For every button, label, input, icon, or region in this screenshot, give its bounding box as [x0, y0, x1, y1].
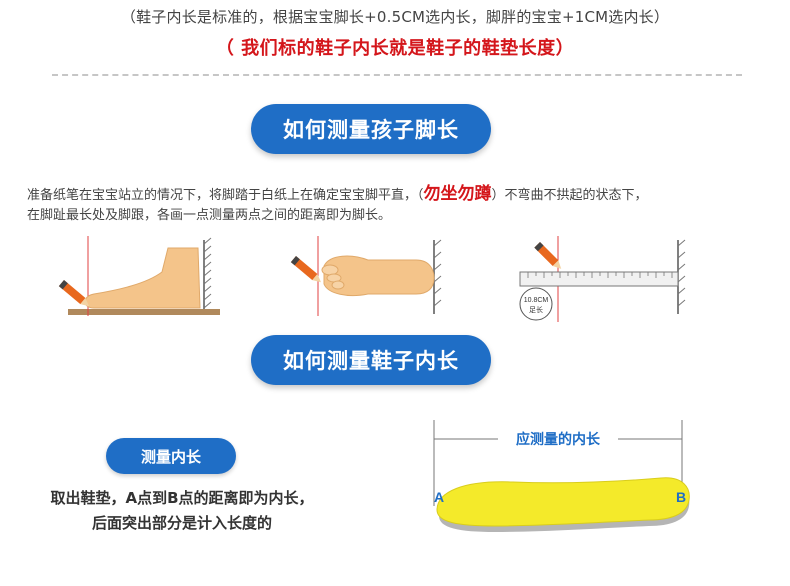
instruction-text-part1: 准备纸笔在宝宝站立的情况下，将脚踏于白纸上在确定宝宝脚平直，（ — [27, 188, 424, 203]
foot-measure-instruction-line2: 在脚趾最长处及脚跟，各画一点测量两点之间的距离即为脚长。 — [27, 208, 392, 223]
foot-measure-instruction-line1: 准备纸笔在宝宝站立的情况下，将脚踏于白纸上在确定宝宝脚平直，（勿坐勿蹲）不弯曲不… — [27, 179, 648, 204]
point-a-label: A — [434, 489, 444, 505]
insole-figure: 应测量的内长 A B — [433, 420, 690, 532]
wall-hatch — [433, 239, 442, 314]
pencil-icon — [58, 280, 90, 307]
foot-side-icon — [84, 247, 201, 309]
size-guidance-note: （鞋子内长是标准的，根据宝宝脚长+0.5CM选内长，脚胖的宝宝+1CM选内长） — [120, 8, 670, 26]
ruler-measure-illustration: 10.8CM 足长 — [519, 236, 686, 322]
foot-measure-title: 如何测量孩子脚长 — [251, 104, 491, 154]
toes — [321, 264, 345, 290]
foot-length-badge: 10.8CM 足长 — [519, 287, 553, 321]
badge-label: 足长 — [529, 305, 543, 314]
point-b-label: B — [676, 489, 686, 505]
insole-icon — [436, 477, 690, 532]
dashed-divider — [52, 74, 742, 76]
foot-top-icon — [323, 255, 435, 297]
ruler-icon — [519, 271, 679, 287]
instruction-text-part2: ）不弯曲不拱起的状态下， — [491, 188, 648, 203]
pencil-icon — [290, 256, 322, 283]
badge-value: 10.8CM — [524, 297, 549, 304]
wall-hatch — [203, 237, 212, 314]
pencil-icon — [534, 242, 562, 269]
floor-board — [68, 309, 220, 315]
foot-side-illustration — [58, 236, 220, 316]
insole-length-emphasis: （ 我们标的鞋子内长就是鞋子的鞋垫长度） — [215, 38, 575, 59]
shoe-measure-title: 如何测量鞋子内长 — [251, 335, 491, 385]
insole-desc-line1: 取出鞋垫，A点到B点的距离即为内长， — [50, 489, 314, 507]
measure-inner-length-label: 测量内长 — [106, 438, 236, 474]
dimension-label: 应测量的内长 — [516, 431, 601, 448]
insole-desc-line2: 后面突出部分是计入长度的 — [91, 514, 272, 532]
foot-top-illustration — [290, 236, 442, 316]
wall-hatch — [677, 239, 686, 314]
instruction-highlight-no-sit: 勿坐勿蹲 — [423, 184, 492, 204]
